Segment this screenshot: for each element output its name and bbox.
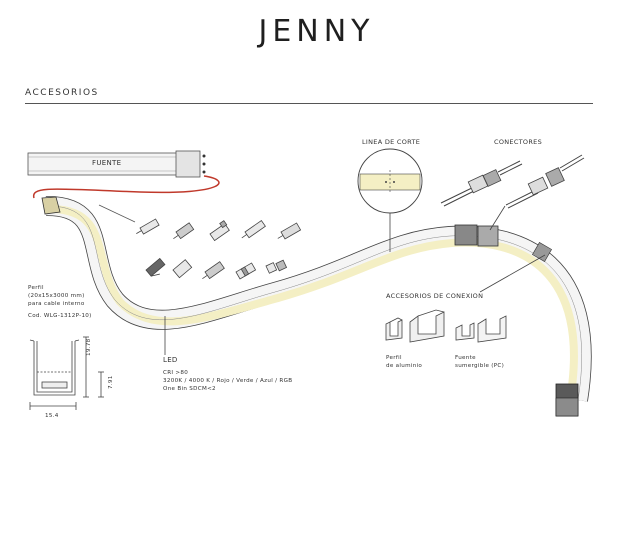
aluminium-profile-line-1: Perfil: [386, 355, 402, 361]
connector-piece-9: [235, 262, 257, 280]
dimension-height: 19.78: [86, 338, 92, 356]
profile-desc-line-2: (20x15x3000 mm): [28, 293, 85, 299]
profile-cross-section: [29, 336, 104, 410]
strip-end-cap-end: [555, 383, 579, 417]
led-desc-line-2: 3200K / 4000 K / Rojo / Verde / Azul / R…: [163, 378, 293, 384]
connector-piece-4: [241, 219, 266, 239]
connector-piece-7: [172, 259, 193, 279]
connector-piece-10: [265, 259, 288, 274]
connector-parts: [136, 218, 302, 280]
submersible-supply-line-1: Fuente: [455, 355, 476, 361]
fuente-label: FUENTE: [92, 159, 122, 167]
leader-accessories: [479, 254, 546, 293]
connectors-illustration: [440, 154, 585, 231]
connector-piece-1: [136, 218, 160, 235]
connection-accessories-label: ACCESORIOS DE CONEXION: [386, 292, 484, 300]
cut-line-label: LINEA DE CORTE: [362, 138, 421, 146]
leader-connector-parts: [98, 204, 136, 223]
profile-desc-line-1: Perfil: [28, 285, 44, 291]
power-supply: [27, 150, 206, 178]
power-cable: [32, 175, 220, 199]
profile-desc-line-3: para cable interno: [28, 301, 85, 307]
submersible-supply-line-2: sumergible (PC): [455, 363, 505, 369]
connector-piece-5: [277, 222, 302, 240]
led-strip: [45, 195, 592, 402]
aluminium-profile-line-2: de aluminio: [386, 363, 423, 369]
section-divider: [25, 103, 593, 104]
profile-code: Cod. WLG-1312P-10): [28, 313, 92, 319]
cut-line-magnifier: [357, 148, 423, 252]
section-title: ACCESORIOS: [25, 88, 99, 98]
aluminium-profile-pieces: [385, 309, 445, 343]
submersible-supply-pieces: [455, 315, 507, 343]
connector-piece-8: [202, 261, 225, 280]
connector-piece-6: [145, 257, 166, 277]
led-desc-line-3: One Bin SDCM<2: [163, 386, 216, 392]
led-desc-line-1: CRI >80: [163, 370, 189, 376]
dimension-inner: 7.91: [108, 375, 114, 389]
connector-piece-2: [173, 222, 195, 240]
connectors-label: CONECTORES: [494, 138, 542, 146]
strip-end-cap-start: [41, 196, 61, 215]
connector-piece-3: [209, 220, 230, 242]
led-title: LED: [163, 356, 178, 364]
dimension-width: 15.4: [45, 413, 59, 419]
page-title: JENNY: [258, 14, 375, 49]
strip-connector-joint: [454, 224, 552, 262]
